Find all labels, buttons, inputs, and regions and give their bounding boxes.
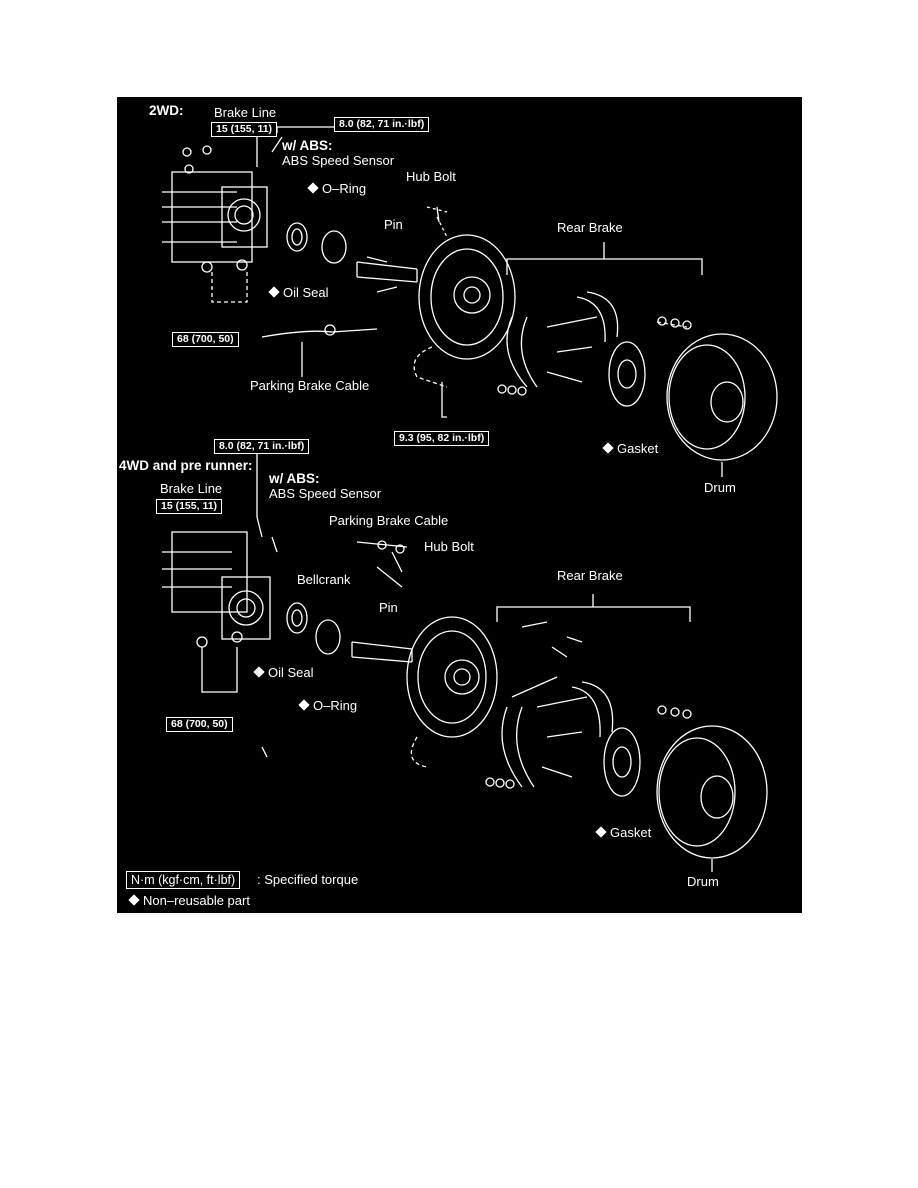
legend-non-reusable: Non–reusable part — [128, 894, 250, 908]
diamond-icon — [595, 826, 607, 838]
axle-shaft-2wd — [356, 261, 418, 283]
backing-plate-2wd — [366, 206, 516, 360]
torque-axle-nut-2wd: 68 (700, 50) — [172, 332, 239, 347]
diamond-icon — [253, 666, 265, 678]
torque-abs-sensor-4wd: 8.0 (82, 71 in.·lbf) — [214, 439, 310, 454]
drum-4wd — [656, 725, 768, 872]
label-w-abs-4wd: w/ ABS: — [269, 471, 320, 486]
diamond-icon — [128, 894, 140, 906]
label-w-abs-2wd: w/ ABS: — [282, 138, 333, 153]
diamond-icon — [268, 286, 280, 298]
diamond-icon — [602, 442, 614, 454]
label-gasket-4wd: Gasket — [595, 826, 651, 840]
oil-seal-4wd — [286, 602, 308, 634]
diamond-icon — [307, 182, 319, 194]
axle-housing-2wd — [162, 127, 283, 303]
gasket-2wd — [608, 341, 646, 407]
label-rear-brake-2wd: Rear Brake — [557, 220, 623, 235]
label-abs-speed-sensor-2wd: ABS Speed Sensor — [282, 153, 395, 168]
label-oil-seal-4wd: Oil Seal — [253, 666, 314, 680]
diamond-icon — [298, 699, 310, 711]
label-brake-line-2wd: Brake Line — [214, 105, 277, 120]
o-ring-2wd — [321, 230, 347, 264]
torque-axle-nut-4wd: 68 (700, 50) — [166, 717, 233, 732]
gasket-4wd — [603, 727, 641, 797]
legend-unit-desc: : Specified torque — [257, 872, 359, 887]
label-o-ring-4wd: O–Ring — [298, 699, 357, 713]
label-rear-brake-4wd: Rear Brake — [557, 568, 623, 583]
oil-seal-2wd — [286, 222, 308, 252]
legend-unit-box: N·m (kgf·cm, ft·lbf) — [126, 871, 241, 889]
label-drum-2wd: Drum — [704, 480, 736, 495]
label-drum-4wd: Drum — [687, 874, 719, 889]
label-pin-4wd: Pin — [379, 600, 398, 615]
torque-abs-sensor-2wd: 8.0 (82, 71 in.·lbf) — [334, 117, 430, 132]
exploded-diagram: 2WD: Brake Line 15 (155, 11) 8.0 (82, 71… — [117, 97, 802, 913]
section-title-4wd: 4WD and pre runner: — [119, 458, 253, 473]
bellcrank-4wd — [356, 540, 408, 588]
label-pin-2wd: Pin — [384, 217, 403, 232]
drum-2wd — [666, 333, 778, 477]
label-o-ring-2wd: O–Ring — [307, 182, 366, 196]
label-parking-brake-cable-4wd: Parking Brake Cable — [329, 513, 449, 528]
section-title-2wd: 2WD: — [149, 103, 184, 118]
label-parking-brake-cable-2wd: Parking Brake Cable — [250, 378, 370, 393]
label-abs-speed-sensor-4wd: ABS Speed Sensor — [269, 486, 382, 501]
brake-shoe-2wd — [497, 291, 692, 396]
rear-brake-bracket-4wd — [496, 594, 691, 622]
torque-brake-line-4wd: 15 (155, 11) — [156, 499, 223, 514]
label-hub-bolt-4wd: Hub Bolt — [424, 539, 474, 554]
parking-cable-2wd — [261, 324, 378, 377]
label-brake-line-4wd: Brake Line — [160, 481, 223, 496]
torque-brake-line-2wd: 15 (155, 11) — [211, 122, 278, 137]
rear-brake-bracket-2wd — [506, 242, 703, 275]
brake-shoe-4wd — [485, 621, 692, 789]
label-oil-seal-2wd: Oil Seal — [268, 286, 329, 300]
axle-housing-4wd — [162, 516, 278, 693]
label-hub-bolt-2wd: Hub Bolt — [406, 169, 456, 184]
label-gasket-2wd: Gasket — [602, 442, 658, 456]
axle-shaft-4wd — [351, 641, 413, 663]
o-ring-4wd — [315, 619, 341, 655]
backing-plate-4wd — [406, 616, 498, 738]
torque-backing-plate-2wd: 9.3 (95, 82 in.·lbf) — [394, 431, 490, 446]
label-bellcrank-4wd: Bellcrank — [297, 572, 351, 587]
